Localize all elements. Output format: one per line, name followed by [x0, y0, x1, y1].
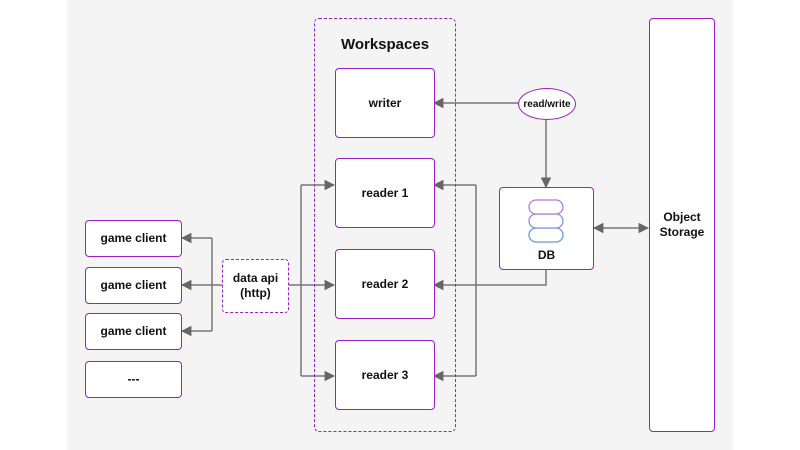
db-label: DB	[537, 248, 556, 262]
game-client-2[interactable]: game client	[85, 267, 182, 304]
data-api-node[interactable]: data api (http)	[222, 259, 289, 313]
workspaces-group	[314, 18, 456, 432]
reader2-node[interactable]: reader 2	[335, 249, 435, 319]
db-to-reader2-arrow	[432, 270, 547, 291]
ellipsis-node: ---	[85, 361, 182, 398]
reader3-node[interactable]: reader 3	[335, 340, 435, 410]
object-storage-node[interactable]: Object Storage	[649, 18, 715, 432]
workspaces-title: Workspaces	[340, 36, 430, 53]
read-write-node[interactable]: read/write	[518, 88, 576, 120]
game-client-1[interactable]: game client	[85, 220, 182, 257]
db-node[interactable]: DB	[499, 187, 594, 270]
writer-node[interactable]: writer	[335, 68, 435, 138]
database-icon	[528, 199, 564, 243]
reader1-node[interactable]: reader 1	[335, 158, 435, 228]
game-client-3[interactable]: game client	[85, 313, 182, 350]
